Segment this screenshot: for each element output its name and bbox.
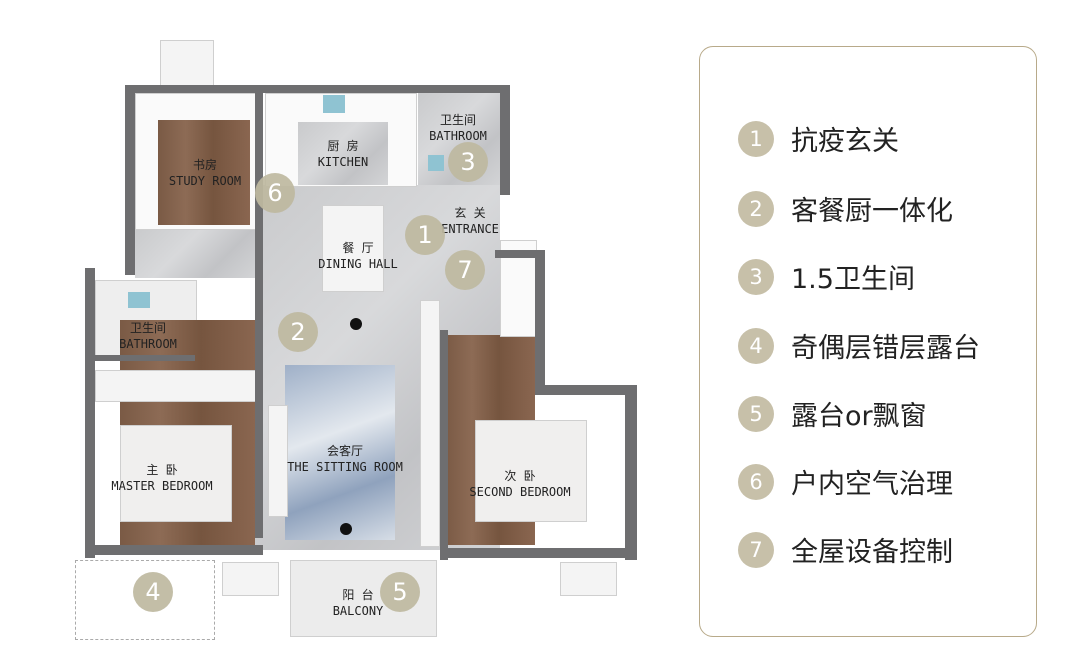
legend-text: 客餐厨一体化 [791, 196, 953, 227]
plant-icon [340, 523, 352, 535]
marker-6: 6 [255, 173, 295, 213]
wardrobe [95, 370, 257, 402]
legend-text: 抗疫玄关 [791, 126, 899, 157]
tv-cabinet [420, 300, 440, 547]
terrace [75, 560, 215, 640]
legend-item: 7 全屋设备控制 [738, 530, 953, 569]
sitting-rug [285, 365, 395, 540]
wall [500, 85, 510, 195]
legend-number: 2 [738, 190, 774, 227]
wall [125, 85, 510, 93]
kitchen-floor [298, 122, 388, 185]
wall [535, 385, 635, 395]
ac-unit [560, 562, 617, 596]
legend-number: 5 [738, 395, 774, 432]
marker-4: 4 [133, 572, 173, 612]
legend-text: 1.5卫生间 [791, 264, 915, 295]
plant-icon [350, 318, 362, 330]
legend-item: 6 户内空气治理 [738, 462, 953, 501]
legend-text: 全屋设备控制 [791, 537, 953, 568]
marker-5: 5 [380, 572, 420, 612]
hall-floor [135, 228, 255, 278]
top-window-box [160, 40, 214, 87]
marker-2: 2 [278, 312, 318, 352]
marker-7: 7 [445, 250, 485, 290]
second-bed [475, 420, 587, 522]
study-room [158, 120, 250, 225]
marker-1: 1 [405, 215, 445, 255]
wall [535, 250, 545, 390]
wall [125, 85, 135, 275]
legend-item: 2 客餐厨一体化 [738, 189, 953, 228]
legend-number: 1 [738, 120, 774, 157]
legend-item: 3 1.5卫生间 [738, 257, 915, 296]
wall [85, 268, 95, 558]
marker-3: 3 [448, 142, 488, 182]
wall [440, 330, 448, 560]
dining-table [322, 205, 384, 292]
legend-number: 4 [738, 327, 774, 364]
ac-unit [222, 562, 279, 596]
legend-number: 6 [738, 463, 774, 500]
legend-number: 7 [738, 531, 774, 568]
master-bed [120, 425, 232, 522]
wall [440, 548, 635, 558]
legend-number: 3 [738, 258, 774, 295]
legend-panel: 1 抗疫玄关 2 客餐厨一体化 3 1.5卫生间 4 奇偶层错层露台 5 露台or飘窗 6… [699, 46, 1037, 637]
legend-text: 露台or飘窗 [791, 401, 927, 432]
legend-item: 1 抗疫玄关 [738, 119, 899, 158]
sofa [268, 405, 288, 517]
legend-text: 户内空气治理 [791, 469, 953, 500]
basin-icon [428, 155, 444, 171]
wall [495, 250, 543, 258]
legend-item: 4 奇偶层错层露台 [738, 326, 980, 365]
legend-item: 5 露台or飘窗 [738, 394, 927, 433]
wall [95, 355, 195, 361]
legend-text: 奇偶层错层露台 [791, 333, 980, 364]
wall [625, 385, 637, 560]
wall [85, 545, 263, 555]
sink-icon [323, 95, 345, 113]
wall [255, 93, 263, 538]
basin-icon [128, 292, 150, 308]
